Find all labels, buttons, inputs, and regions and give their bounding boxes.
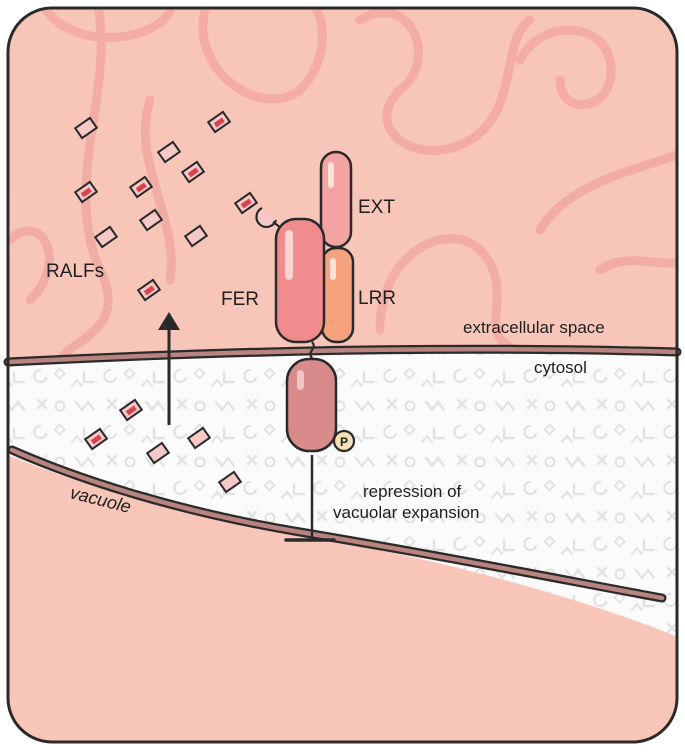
ralf-peptide xyxy=(145,441,171,465)
phospho-badge: P xyxy=(332,429,356,453)
lrr-label: LRR xyxy=(358,288,396,309)
ralf-peptide xyxy=(156,140,182,164)
ralf-peptide xyxy=(138,208,164,232)
bound-ralf xyxy=(233,191,259,215)
cell-frame xyxy=(6,6,679,744)
tonoplast-membrane xyxy=(7,445,667,603)
fer-domain xyxy=(274,217,326,344)
ralf-peptide xyxy=(73,116,99,140)
ralfs-label: RALFs xyxy=(46,261,104,282)
kinase-domain xyxy=(285,357,338,453)
ext-label: EXT xyxy=(358,197,395,218)
ralf-peptide xyxy=(180,160,206,184)
ext-domain xyxy=(319,150,353,249)
fer-label: FER xyxy=(221,289,259,310)
repression-inhibitor xyxy=(284,455,336,542)
vacuole-region xyxy=(8,452,677,742)
phospho-label: P xyxy=(340,435,348,449)
plasma-membrane xyxy=(3,344,682,367)
ralf-peptide xyxy=(186,426,212,450)
ralf-peptides xyxy=(73,110,243,494)
cytosol-label: cytosol xyxy=(534,358,587,377)
ralf-peptide xyxy=(183,224,209,248)
lrr-domain xyxy=(320,246,355,344)
repression-label-line1: repression of xyxy=(363,482,462,501)
secretion-arrow xyxy=(158,312,180,425)
ralf-peptide xyxy=(217,470,243,494)
ralf-peptide xyxy=(206,110,232,134)
ralf-peptide xyxy=(83,427,109,451)
repression-label-line2: vacuolar expansion xyxy=(333,503,479,522)
cell-wall-fibers xyxy=(8,8,677,365)
ralf-peptide xyxy=(128,175,154,199)
extracellular-space-label: extracellular space xyxy=(463,318,605,337)
ralf-peptide xyxy=(93,225,119,249)
ralf-peptide xyxy=(136,278,162,302)
ralf-peptide xyxy=(118,398,144,422)
ralf-peptide xyxy=(73,180,99,204)
